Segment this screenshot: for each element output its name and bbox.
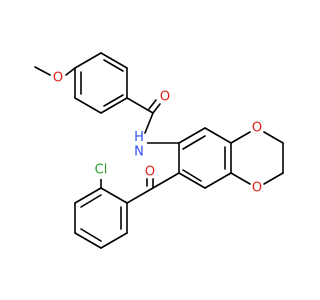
atom-label-o-dioxane-bottom: O <box>252 181 262 196</box>
atom-label-o-amide: O <box>160 90 170 105</box>
atom-label-o-dioxane-top: O <box>252 121 262 136</box>
bond <box>230 172 251 185</box>
bond <box>144 112 154 134</box>
bond <box>100 97 128 114</box>
bond <box>74 52 102 69</box>
atom-o-dioxane-bottom: O <box>250 181 264 196</box>
atom-o-ketone: O <box>143 165 157 180</box>
bond <box>34 66 51 76</box>
bond <box>152 172 180 189</box>
bond <box>126 187 154 204</box>
atom-o-dioxane-top: O <box>250 121 264 136</box>
bond <box>182 169 202 182</box>
bond <box>100 52 128 69</box>
bond <box>100 232 128 249</box>
bond <box>103 94 124 107</box>
bond <box>74 97 102 114</box>
bond <box>74 232 102 249</box>
bond <box>178 127 206 144</box>
bond <box>204 172 232 189</box>
bond <box>126 97 154 114</box>
bond <box>263 172 284 185</box>
atom-label-cl: Cl <box>95 163 108 178</box>
bonds <box>34 52 284 249</box>
bond <box>103 59 124 72</box>
bond <box>65 67 76 76</box>
bond <box>74 187 102 204</box>
bond <box>182 135 206 150</box>
atom-label-o-methoxy: O <box>53 71 63 86</box>
bond <box>80 194 102 208</box>
bond <box>100 187 128 204</box>
atom-cl: Cl <box>92 161 110 179</box>
atom-o-amide: O <box>158 90 172 105</box>
bond <box>178 172 206 189</box>
bond <box>263 131 284 144</box>
bond <box>204 127 232 144</box>
bond <box>152 103 161 114</box>
atom-label-o-ketone: O <box>145 165 155 180</box>
bond <box>80 228 102 242</box>
bond <box>148 99 157 110</box>
atom-o-methoxy: O <box>51 71 65 86</box>
bond <box>230 131 251 144</box>
